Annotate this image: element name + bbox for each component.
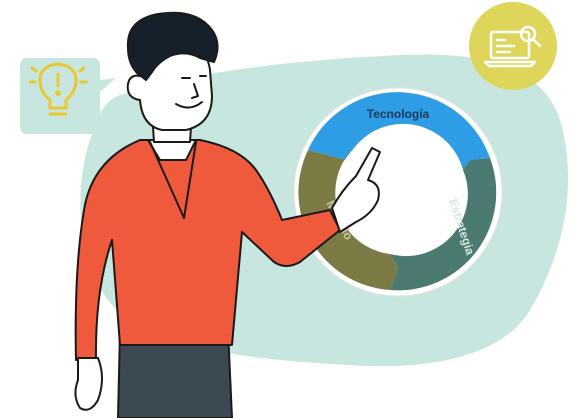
laptop-search-icon <box>483 25 542 68</box>
person-lower-hand <box>74 357 103 411</box>
person <box>74 11 381 418</box>
laptop-badge <box>469 2 557 90</box>
segment-label-tecnologia: Tecnología <box>367 107 430 121</box>
cycle-segment-metodo <box>298 148 398 290</box>
lightbulb-bubble <box>20 58 116 134</box>
person-smile <box>175 101 203 109</box>
cycle-wheel: Tecnología Estrategia Método <box>293 87 503 297</box>
cycle-segment-tecnologia <box>308 92 490 170</box>
person-shirt <box>74 139 341 361</box>
lightbulb-icon <box>28 62 88 116</box>
person-hair <box>126 11 219 81</box>
person-pointing-hand <box>331 147 381 233</box>
cycle-segment-estrategia <box>390 158 497 291</box>
